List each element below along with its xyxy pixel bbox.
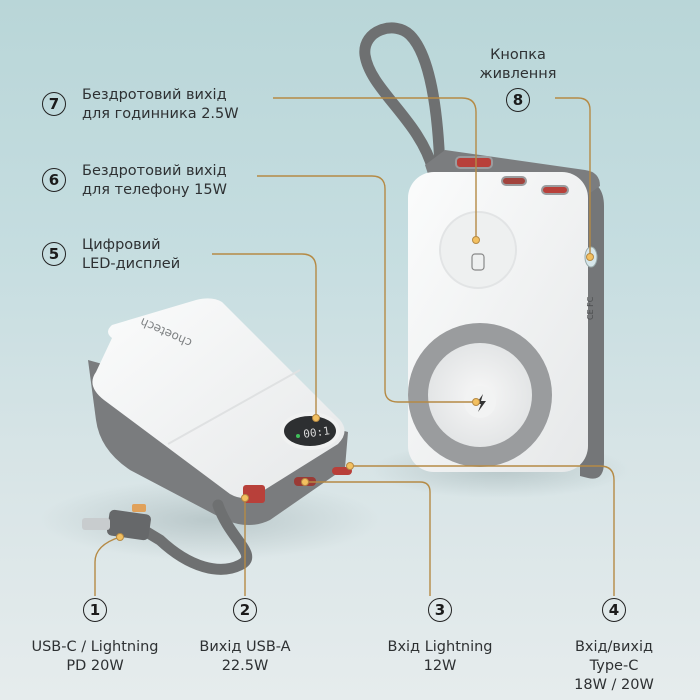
callout-number-7: 7 bbox=[42, 92, 66, 116]
callout-label-line2: PD 20W bbox=[66, 658, 124, 674]
callout-dot-7 bbox=[472, 236, 480, 244]
callout-label-watch-wireless: Бездротовий вихід для годинника 2.5W bbox=[82, 86, 239, 124]
callout-number-1: 1 bbox=[83, 598, 107, 622]
callout-number-5: 5 bbox=[42, 242, 66, 266]
watch-charging-pad bbox=[439, 211, 517, 289]
callout-line-3 bbox=[305, 481, 431, 596]
callout-label-lightning-input: Вхід Lightning 12W bbox=[388, 638, 493, 676]
callout-label-line1: Вхід/вихід Type-C bbox=[574, 639, 654, 674]
callout-line-8 bbox=[555, 97, 591, 255]
callout-line-6 bbox=[257, 175, 476, 403]
callout-label-usb-c-lightning: USB-C / Lightning PD 20W bbox=[31, 638, 158, 676]
standing-power-bank: CE FC bbox=[359, 22, 604, 479]
callout-dot-3 bbox=[301, 478, 309, 486]
callout-number-2: 2 bbox=[233, 598, 257, 622]
lightning-bolt-icon bbox=[476, 394, 486, 412]
callout-label-led-display: Цифровий LED-дисплей bbox=[82, 236, 180, 274]
callout-label-line2: 12W bbox=[423, 658, 457, 674]
callout-label-type-c-io: Вхід/вихід Type-C 18W / 20W bbox=[571, 638, 657, 695]
led-indicator bbox=[296, 434, 300, 438]
callout-dot-5 bbox=[312, 414, 320, 422]
callout-label-power-button: Кнопка живлення bbox=[480, 46, 557, 84]
watch-icon bbox=[471, 253, 485, 271]
callout-label-line2: для телефону 15W bbox=[82, 182, 227, 198]
certification-marks: CE FC bbox=[586, 296, 595, 320]
callout-label-usb-a-output: Вихід USB-A 22.5W bbox=[199, 638, 290, 676]
callout-number-3: 3 bbox=[428, 598, 452, 622]
callout-label-line1: Бездротовий вихід bbox=[82, 163, 227, 179]
lanyard-loop bbox=[359, 22, 446, 176]
device-step bbox=[167, 369, 301, 445]
lightning-port bbox=[541, 185, 569, 195]
callout-line-4 bbox=[350, 465, 615, 596]
callout-label-line1: Цифровий bbox=[82, 237, 161, 253]
callout-number-8: 8 bbox=[506, 88, 530, 112]
callout-dot-4 bbox=[346, 462, 354, 470]
callout-label-line2: 18W / 20W bbox=[574, 677, 654, 693]
callout-label-line2: LED-дисплей bbox=[82, 256, 181, 272]
callout-number-6: 6 bbox=[42, 168, 66, 192]
cable-connector bbox=[107, 509, 151, 541]
callout-label-phone-wireless: Бездротовий вихід для телефону 15W bbox=[82, 162, 227, 200]
lying-power-bank: choetech 00:1 bbox=[82, 298, 352, 575]
callout-lines bbox=[94, 97, 615, 596]
callout-label-line1: Бездротовий вихід bbox=[82, 87, 227, 103]
usb-c-plug bbox=[82, 518, 110, 530]
callout-line-5 bbox=[212, 253, 317, 418]
usb-a-port bbox=[455, 156, 493, 169]
callout-label-line1: Вхід Lightning bbox=[387, 639, 493, 655]
lightning-port bbox=[332, 467, 352, 475]
callout-label-line2: живлення bbox=[479, 66, 557, 82]
callout-dot-6 bbox=[472, 398, 480, 406]
callout-dot-8 bbox=[586, 253, 594, 261]
callout-label-line1: Вихід USB-A bbox=[199, 639, 291, 655]
callout-dots bbox=[116, 236, 594, 541]
led-readout: 00:1 bbox=[303, 424, 331, 441]
callout-dot-2 bbox=[241, 494, 249, 502]
callout-label-line2: 22.5W bbox=[221, 658, 269, 674]
callout-line-1 bbox=[94, 536, 121, 596]
callout-dot-1 bbox=[116, 533, 124, 541]
callout-number-4: 4 bbox=[602, 598, 626, 622]
lightning-plug bbox=[132, 504, 146, 512]
callout-label-line1: USB-C / Lightning bbox=[31, 639, 159, 655]
callout-line-7 bbox=[273, 97, 477, 240]
led-display bbox=[284, 416, 336, 446]
usb-c-port bbox=[501, 176, 527, 186]
device-body bbox=[92, 298, 345, 498]
callout-label-line1: Кнопка bbox=[490, 47, 546, 63]
callout-label-line2: для годинника 2.5W bbox=[82, 106, 239, 122]
built-in-cable bbox=[134, 499, 253, 575]
